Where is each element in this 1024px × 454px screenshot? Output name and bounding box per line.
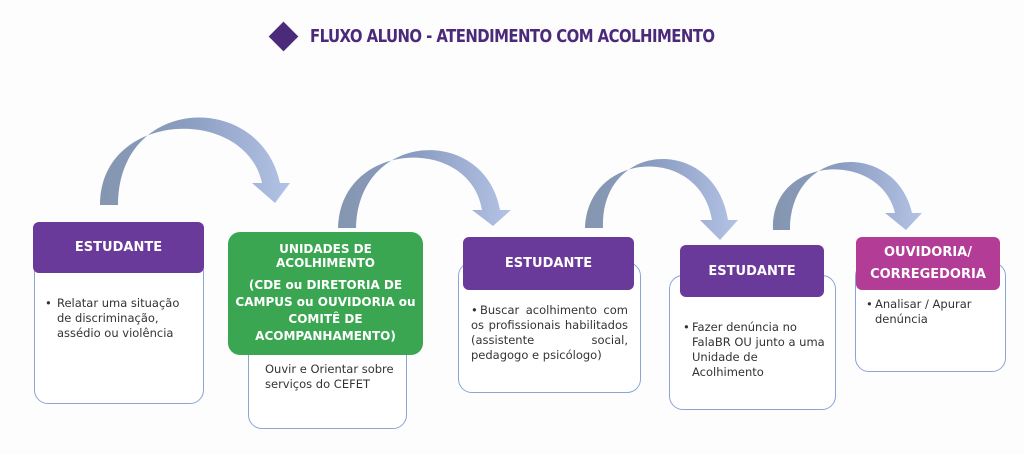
step-5-header-line2: CORREGEDORIA	[870, 266, 986, 282]
bullet-icon: •	[866, 297, 873, 311]
arrow-step-2-to-3	[338, 150, 511, 228]
step-3-header: ESTUDANTE	[463, 237, 634, 290]
step-2-description: Ouvir e Orientar sobre serviços do CEFET	[265, 362, 394, 391]
step-5-header: OUVIDORIA/ CORREGEDORIA	[856, 237, 1000, 290]
step-1-header: ESTUDANTE	[33, 222, 204, 273]
diagram-title: FLUXO ALUNO - ATENDIMENTO COM ACOLHIMENT…	[268, 20, 750, 52]
step-4-body: • Fazer denúncia no FalaBR OU junto a um…	[683, 320, 828, 380]
step-3-description: Buscar acolhimento com os profissionais …	[471, 303, 628, 362]
step-1-card	[34, 258, 204, 404]
step-2-header: UNIDADES DE ACOLHIMENTO (CDE ou DIRETORI…	[228, 232, 423, 355]
arrow-step-1-to-2	[100, 117, 290, 205]
arrow-step-4-to-5	[772, 161, 922, 230]
step-5-header-line1: OUVIDORIA/	[883, 244, 972, 260]
step-2-header-text: UNIDADES DE ACOLHIMENTO	[275, 242, 376, 270]
bullet-icon: •	[683, 320, 690, 334]
step-4-header: ESTUDANTE	[680, 245, 824, 297]
step-3-body: • Buscar acolhimento com os profissionai…	[471, 303, 628, 363]
step-2-body: Ouvir e Orientar sobre serviços do CEFET	[265, 362, 395, 392]
step-1-body: • Relatar uma situação de discriminação,…	[45, 296, 195, 341]
step-4-card	[669, 275, 836, 410]
step-1-header-text: ESTUDANTE	[74, 240, 163, 255]
arrow-step-3-to-4	[585, 159, 738, 240]
step-3-header-text: ESTUDANTE	[504, 256, 593, 271]
bullet-icon: •	[45, 296, 52, 310]
title-text: FLUXO ALUNO - ATENDIMENTO COM ACOLHIMENT…	[310, 25, 715, 47]
bullet-icon: •	[471, 303, 478, 317]
step-4-description: Fazer denúncia no FalaBR OU junto a uma …	[692, 320, 825, 379]
step-5-body: • Analisar / Apurar denúncia	[866, 297, 1001, 327]
step-4-header-text: ESTUDANTE	[708, 263, 796, 279]
step-5-description: Analisar / Apurar denúncia	[875, 297, 972, 326]
step-1-description: Relatar uma situação de discriminação, a…	[57, 296, 180, 340]
step-2-header-subtitle: (CDE ou DIRETORIA DE CAMPUS ou OUVIDORIA…	[235, 278, 416, 343]
